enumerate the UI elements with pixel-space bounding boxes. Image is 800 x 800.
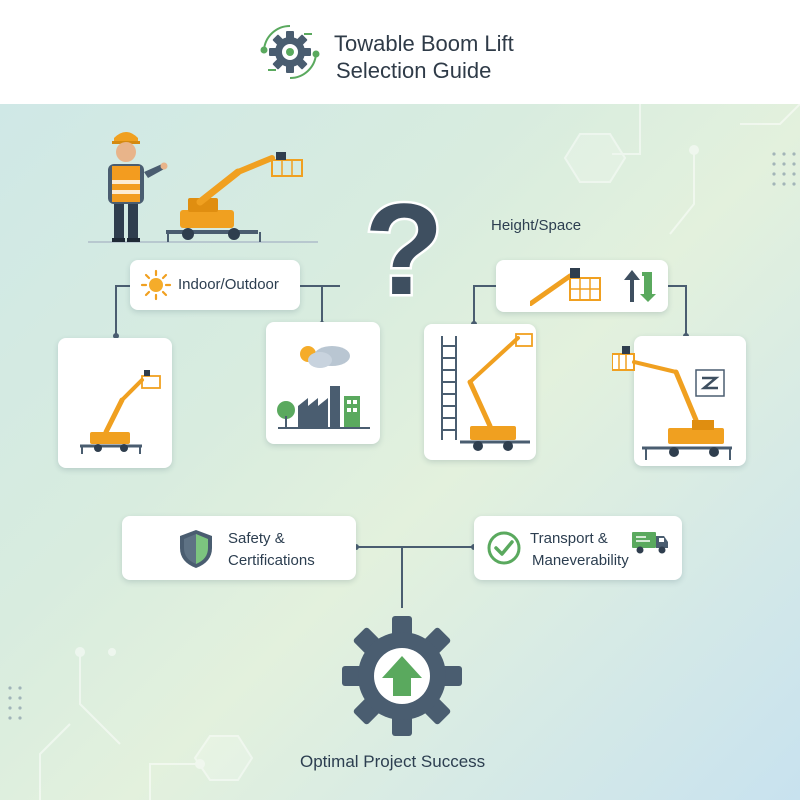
compact-boom-lift-illustration [80, 370, 161, 454]
safety-label-line-1: Safety & [228, 530, 285, 547]
gear-up-arrow-icon [342, 616, 462, 736]
indoor-outdoor-label: Indoor/Outdoor [178, 276, 279, 293]
height-space-node [496, 260, 668, 312]
safety-label-line-2: Certifications [228, 552, 315, 569]
shield-icon [180, 530, 212, 568]
transport-label-line-1: Transport & [530, 530, 608, 547]
delivery-truck-icon [632, 532, 668, 554]
transport-maneuverability-node: Transport & Maneverability [474, 516, 682, 580]
gear-circuit-logo-icon [260, 24, 320, 80]
zigzag-icon [700, 376, 720, 390]
header: Towable Boom Lift Selection Guide [0, 0, 800, 104]
boom-lift-platform-icon [530, 268, 601, 306]
safety-certifications-node: Safety & Certifications [122, 516, 356, 580]
indoor-outdoor-node: Indoor/Outdoor [130, 260, 300, 310]
factory-weather-illustration [277, 346, 370, 429]
tall-boom-lift-card [424, 324, 536, 460]
question-mark-icon: ? [358, 184, 450, 314]
title-line-2: Selection Guide [336, 58, 492, 83]
sun-icon [140, 269, 172, 301]
up-down-arrows-icon [624, 270, 656, 302]
industrial-site-card [266, 322, 380, 444]
compact-boom-lift-card [58, 338, 172, 468]
articulating-boom-lift-card [612, 336, 746, 466]
transport-label-line-2: Maneverability [532, 552, 629, 569]
tall-boom-lift-with-ladder-illustration [441, 333, 533, 451]
outcome-label: Optimal Project Success [300, 752, 486, 771]
articulating-boom-lift-illustration [612, 346, 732, 460]
title-line-1: Towable Boom Lift [334, 31, 514, 56]
check-circle-icon [487, 531, 521, 565]
worker-with-boom-lift-illustration [88, 132, 318, 243]
height-space-label: Height/Space [491, 217, 582, 234]
svg-text:?: ? [364, 184, 443, 314]
background-decorations [8, 104, 800, 800]
